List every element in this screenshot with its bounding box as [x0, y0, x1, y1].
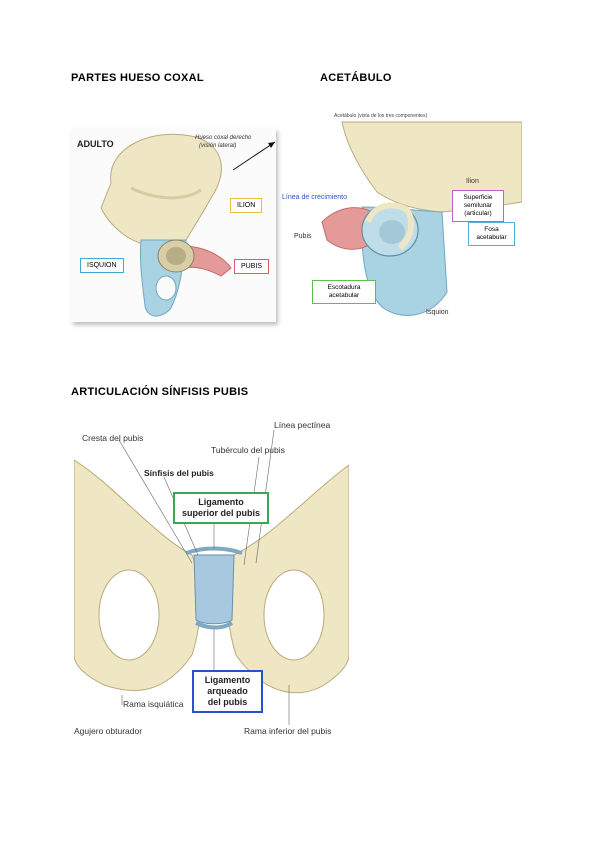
heading-acetabulo: ACETÁBULO [320, 72, 392, 84]
coxal-title: ADULTO [77, 139, 114, 149]
label-tuberculo-pubis: Tubérculo del pubis [211, 445, 285, 455]
label-agujero-obturador: Agujero obturador [74, 726, 142, 736]
label-ligamento-arqueado: Ligamento arqueado del pubis [192, 670, 263, 713]
label-fosa-acetabular: Fosa acetabular [468, 222, 515, 246]
label-cresta-pubis: Cresta del pubis [82, 433, 143, 443]
label-isquion: ISQUION [80, 258, 124, 273]
figure-acetabulo: Acetábulo (vista de los tres componentes… [282, 112, 522, 332]
coxal-illustration [71, 128, 276, 322]
label-ilion: ILION [230, 198, 262, 213]
label-rama-inferior-pubis: Rama inferior del pubis [244, 726, 331, 736]
heading-partes-hueso-coxal: PARTES HUESO COXAL [71, 72, 204, 84]
label-rama-isquiatica: Rama isquiática [123, 699, 183, 709]
heading-articulacion-sinfisis-pubis: ARTICULACIÓN SÍNFISIS PUBIS [71, 386, 248, 398]
coxal-caption-1: Hueso coxal derecho [195, 135, 251, 141]
label-ligamento-superior: Ligamento superior del pubis [173, 492, 269, 524]
label-linea-pectinea: Línea pectínea [274, 420, 330, 430]
label-sinfisis-pubis: Sínfisis del pubis [144, 468, 214, 478]
label-acet-ilion: Ilion [466, 178, 479, 185]
label-acet-pubis: Pubis [294, 233, 312, 240]
figure-hueso-coxal: ADULTO Hueso coxal derecho (visión later… [71, 128, 276, 322]
label-superficie-semilunar: Superficie semilunar (articular) [452, 190, 504, 222]
coxal-caption-2: (visión lateral) [199, 143, 236, 149]
figure-sinfisis-pubis: Cresta del pubis Línea pectínea Tubércul… [74, 415, 349, 740]
label-escotadura-acetabular: Escotadura acetabular [312, 280, 376, 304]
label-linea-crecimiento: Línea de crecimiento [282, 194, 347, 201]
label-acet-isquion: Isquion [426, 309, 449, 316]
acetabulo-top-caption: Acetábulo (vista de los tres componentes… [334, 113, 427, 119]
label-pubis: PUBIS [234, 259, 269, 274]
